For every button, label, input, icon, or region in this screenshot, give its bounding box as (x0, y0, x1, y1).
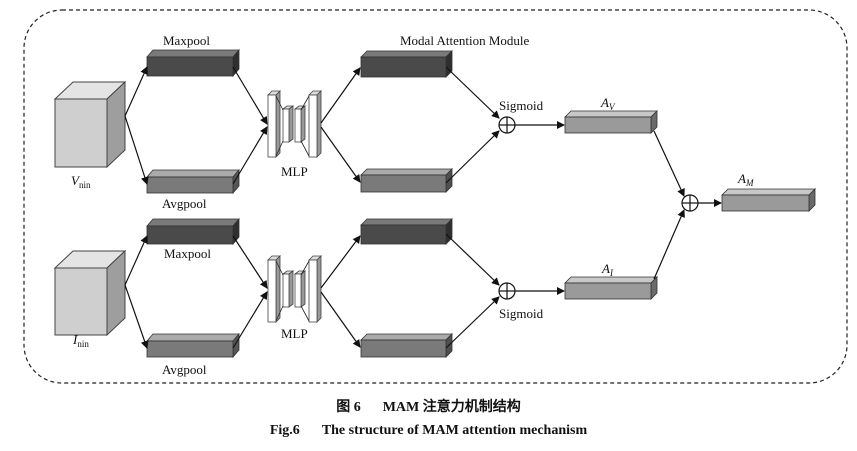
input-cube-v (53, 80, 127, 169)
input-cube-i (53, 249, 127, 337)
maxpool-label-bottom: Maxpool (164, 246, 211, 261)
maxpool-label-top: Maxpool (163, 33, 210, 48)
mlp-label-bottom: MLP (281, 326, 308, 341)
output-bar-am (721, 188, 816, 212)
avgpool-label-bottom: Avgpool (162, 362, 207, 377)
input-label-i: Inin (72, 332, 89, 349)
attn-bar-lower-bottom (360, 333, 453, 358)
input-label-v: Vnin (71, 173, 91, 190)
maxpool-bar-bottom (146, 217, 240, 246)
avgpool-label-top: Avgpool (162, 196, 207, 211)
output-bar-av (564, 110, 658, 134)
caption-en-text: The structure of MAM attention mechanism (321, 423, 588, 438)
caption-en: Fig.6 The structure of MAM attention mech… (0, 423, 857, 439)
output-label-ai: AI (601, 261, 614, 278)
dashed-border (23, 9, 848, 384)
sigmoid-label-bottom: Sigmoid (499, 306, 544, 321)
attn-bar-upper-bottom (360, 218, 453, 245)
module-title: Modal Attention Module (400, 33, 530, 48)
mam-diagram: Vnin Maxpool Avgpool MLP (23, 9, 848, 384)
output-bar-ai (564, 276, 658, 300)
mlp-label-top: MLP (281, 164, 308, 179)
sum-node-final (681, 194, 699, 212)
caption-cn-number: 图 6 (336, 400, 361, 415)
avgpool-bar-top (146, 168, 240, 195)
output-label-av: AV (600, 95, 616, 112)
mlp-block-bottom (267, 255, 322, 323)
attn-bar-upper-top (360, 50, 453, 78)
output-label-am: AM (737, 171, 754, 188)
sigmoid-label-top: Sigmoid (499, 98, 544, 113)
caption-cn: 图 6 MAM 注意力机制结构 (0, 396, 857, 416)
mlp-block-top (267, 90, 322, 158)
sum-node-top (498, 116, 516, 134)
sum-node-bottom (498, 282, 516, 300)
avgpool-bar-bottom (146, 332, 240, 359)
attn-bar-lower-top (360, 168, 453, 193)
caption-cn-text: MAM 注意力机制结构 (382, 400, 521, 415)
caption-en-number: Fig.6 (269, 423, 300, 438)
maxpool-bar-top (146, 48, 240, 78)
